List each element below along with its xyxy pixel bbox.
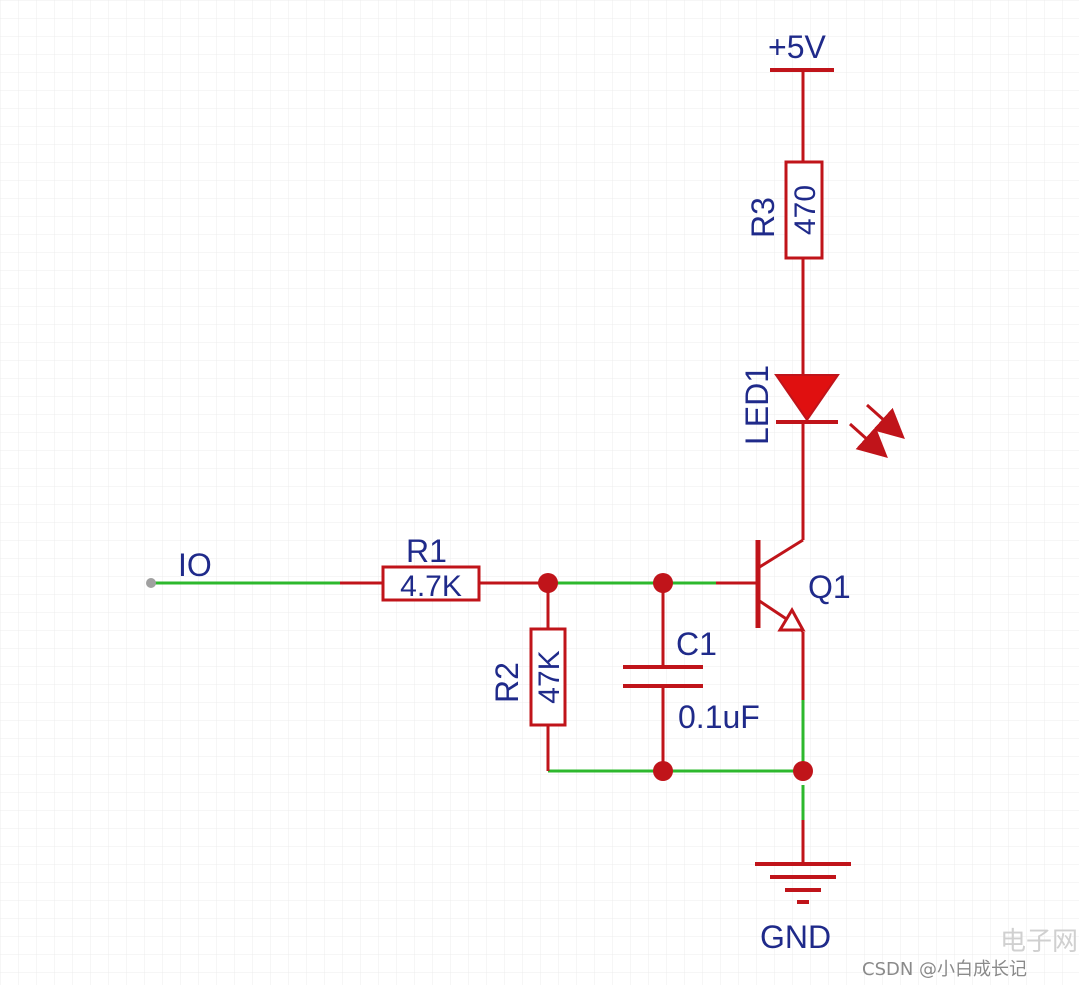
wires bbox=[152, 581, 805, 820]
q1-emitter-arrow bbox=[777, 606, 806, 632]
r3-designator: R3 bbox=[745, 197, 781, 238]
r1-value: 4.7K bbox=[400, 570, 462, 603]
junction-bottom-emitter bbox=[793, 761, 813, 781]
io-label: IO bbox=[178, 547, 212, 583]
r2-value: 47K bbox=[533, 650, 566, 703]
junction-bottom-c1 bbox=[653, 761, 673, 781]
resistor-r1 bbox=[340, 565, 548, 602]
junction-base-c1 bbox=[653, 573, 673, 593]
ground-symbol bbox=[755, 820, 851, 904]
c1-value: 0.1uF bbox=[678, 699, 760, 735]
q1-designator: Q1 bbox=[808, 569, 851, 605]
junctions bbox=[538, 573, 813, 781]
vcc-label: +5V bbox=[768, 29, 826, 65]
transistor-q1 bbox=[716, 490, 805, 700]
r1-designator: R1 bbox=[406, 533, 447, 569]
watermark-logo: 电子网 bbox=[1000, 927, 1078, 957]
led1-emission-arrows bbox=[848, 403, 905, 459]
resistor-r3 bbox=[784, 70, 824, 260]
io-pin-dot bbox=[146, 578, 156, 588]
resistor-r2 bbox=[529, 583, 567, 771]
led1-designator: LED1 bbox=[739, 365, 775, 445]
led-led1 bbox=[776, 258, 838, 490]
c1-designator: C1 bbox=[676, 626, 717, 662]
junction-base-r2 bbox=[538, 573, 558, 593]
r3-value: 470 bbox=[789, 185, 822, 235]
led1-triangle bbox=[774, 374, 840, 422]
r2-designator: R2 bbox=[489, 662, 525, 703]
capacitor-c1 bbox=[623, 583, 703, 771]
watermark-text: CSDN @小白成长记 bbox=[862, 959, 1027, 980]
gnd-label: GND bbox=[760, 919, 831, 955]
